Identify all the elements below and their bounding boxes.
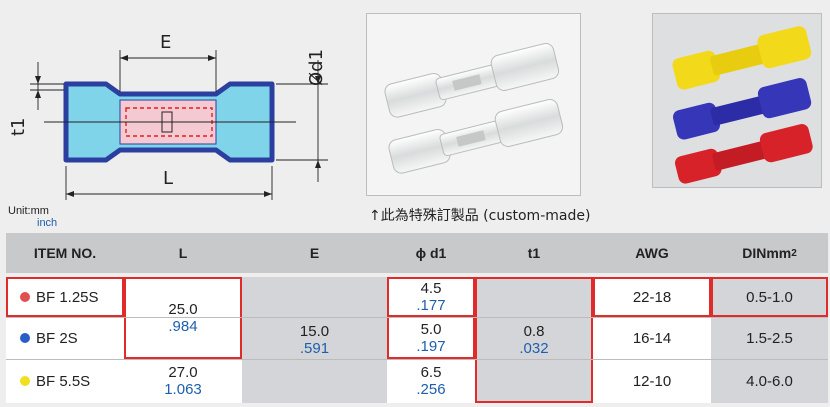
t1-all-inch: .032 xyxy=(519,340,549,357)
highlight-awg-row-1 xyxy=(593,277,711,317)
row-item-1-label: BF 1.25S xyxy=(36,288,99,306)
E-all-inch: .591 xyxy=(299,340,330,357)
header-L: L xyxy=(124,233,242,273)
highlight-t1 xyxy=(475,277,593,403)
header-t1: t1 xyxy=(475,233,593,273)
unit-inch-label: inch xyxy=(37,217,58,229)
row-divider xyxy=(6,317,828,318)
custom-made-caption: ↑此為特殊訂製品 (custom-made) xyxy=(369,208,591,224)
d1-row-2-mm: 5.0 xyxy=(420,321,442,338)
dim-label-d1: Ød1 xyxy=(306,48,327,86)
d1-row-1: 4.5 .177 xyxy=(387,277,475,317)
photo-clear-connectors xyxy=(366,13,581,196)
header-item-no: ITEM NO. xyxy=(6,233,124,273)
dot-yellow-icon xyxy=(20,376,30,386)
dot-blue-icon xyxy=(20,333,30,343)
unit-mm-label: Unit:mm xyxy=(8,205,49,217)
highlight-item-1 xyxy=(6,277,124,317)
L-group-1-mm: 25.0 xyxy=(168,301,198,318)
dot-red-icon xyxy=(20,292,30,302)
header-din-label: DINmm xyxy=(742,245,792,261)
din-row-1: 0.5-1.0 xyxy=(711,277,828,317)
t1-all: 0.8 .032 xyxy=(475,277,593,403)
d1-row-3-mm: 6.5 xyxy=(420,364,442,381)
row-divider xyxy=(6,359,828,360)
din-row-2: 1.5-2.5 xyxy=(711,317,828,359)
L-group-2-mm: 27.0 xyxy=(168,364,198,381)
dim-label-E: E xyxy=(160,32,172,53)
d1-row-2-inch: .197 xyxy=(416,338,446,355)
terminal-dimension-diagram xyxy=(30,50,328,200)
E-all-mm: 15.0 xyxy=(299,323,330,340)
dim-label-t1: t1 xyxy=(8,117,29,136)
L-group-2-inch: 1.063 xyxy=(164,381,202,398)
d1-row-1-mm: 4.5 xyxy=(420,280,442,297)
awg-row-2: 16-14 xyxy=(593,317,711,359)
L-group-2: 27.0 1.063 xyxy=(124,359,242,403)
photo-colored-connectors xyxy=(652,13,822,188)
row-item-2: BF 2S xyxy=(6,317,124,359)
d1-row-2: 5.0 .197 xyxy=(387,317,475,359)
header-E: E xyxy=(242,233,387,273)
header-awg: AWG xyxy=(593,233,711,273)
row-item-2-label: BF 2S xyxy=(36,329,78,347)
E-all: 15.0 .591 xyxy=(242,277,387,403)
dim-label-L: L xyxy=(163,168,174,189)
row-item-1: BF 1.25S xyxy=(6,277,124,317)
d1-row-3-inch: .256 xyxy=(416,381,446,398)
highlight-d1-row-1 xyxy=(387,277,475,317)
highlight-din-row-1 xyxy=(711,277,828,317)
awg-row-1: 22-18 xyxy=(593,277,711,317)
d1-row-1-inch: .177 xyxy=(416,297,446,314)
din-row-3: 4.0-6.0 xyxy=(711,359,828,403)
row-item-3-label: BF 5.5S xyxy=(36,372,91,390)
header-d1: ϕ d1 xyxy=(387,233,475,273)
t1-all-mm: 0.8 xyxy=(523,323,545,340)
highlight-d1-row-2 xyxy=(387,315,475,359)
highlight-L-group-1 xyxy=(124,277,242,359)
d1-row-3: 6.5 .256 xyxy=(387,359,475,403)
row-item-3: BF 5.5S xyxy=(6,359,124,403)
L-group-1-inch: .984 xyxy=(168,318,198,335)
header-din-sup: 2 xyxy=(791,247,797,259)
awg-row-3: 12-10 xyxy=(593,359,711,403)
L-group-1: 25.0 .984 xyxy=(124,277,242,359)
